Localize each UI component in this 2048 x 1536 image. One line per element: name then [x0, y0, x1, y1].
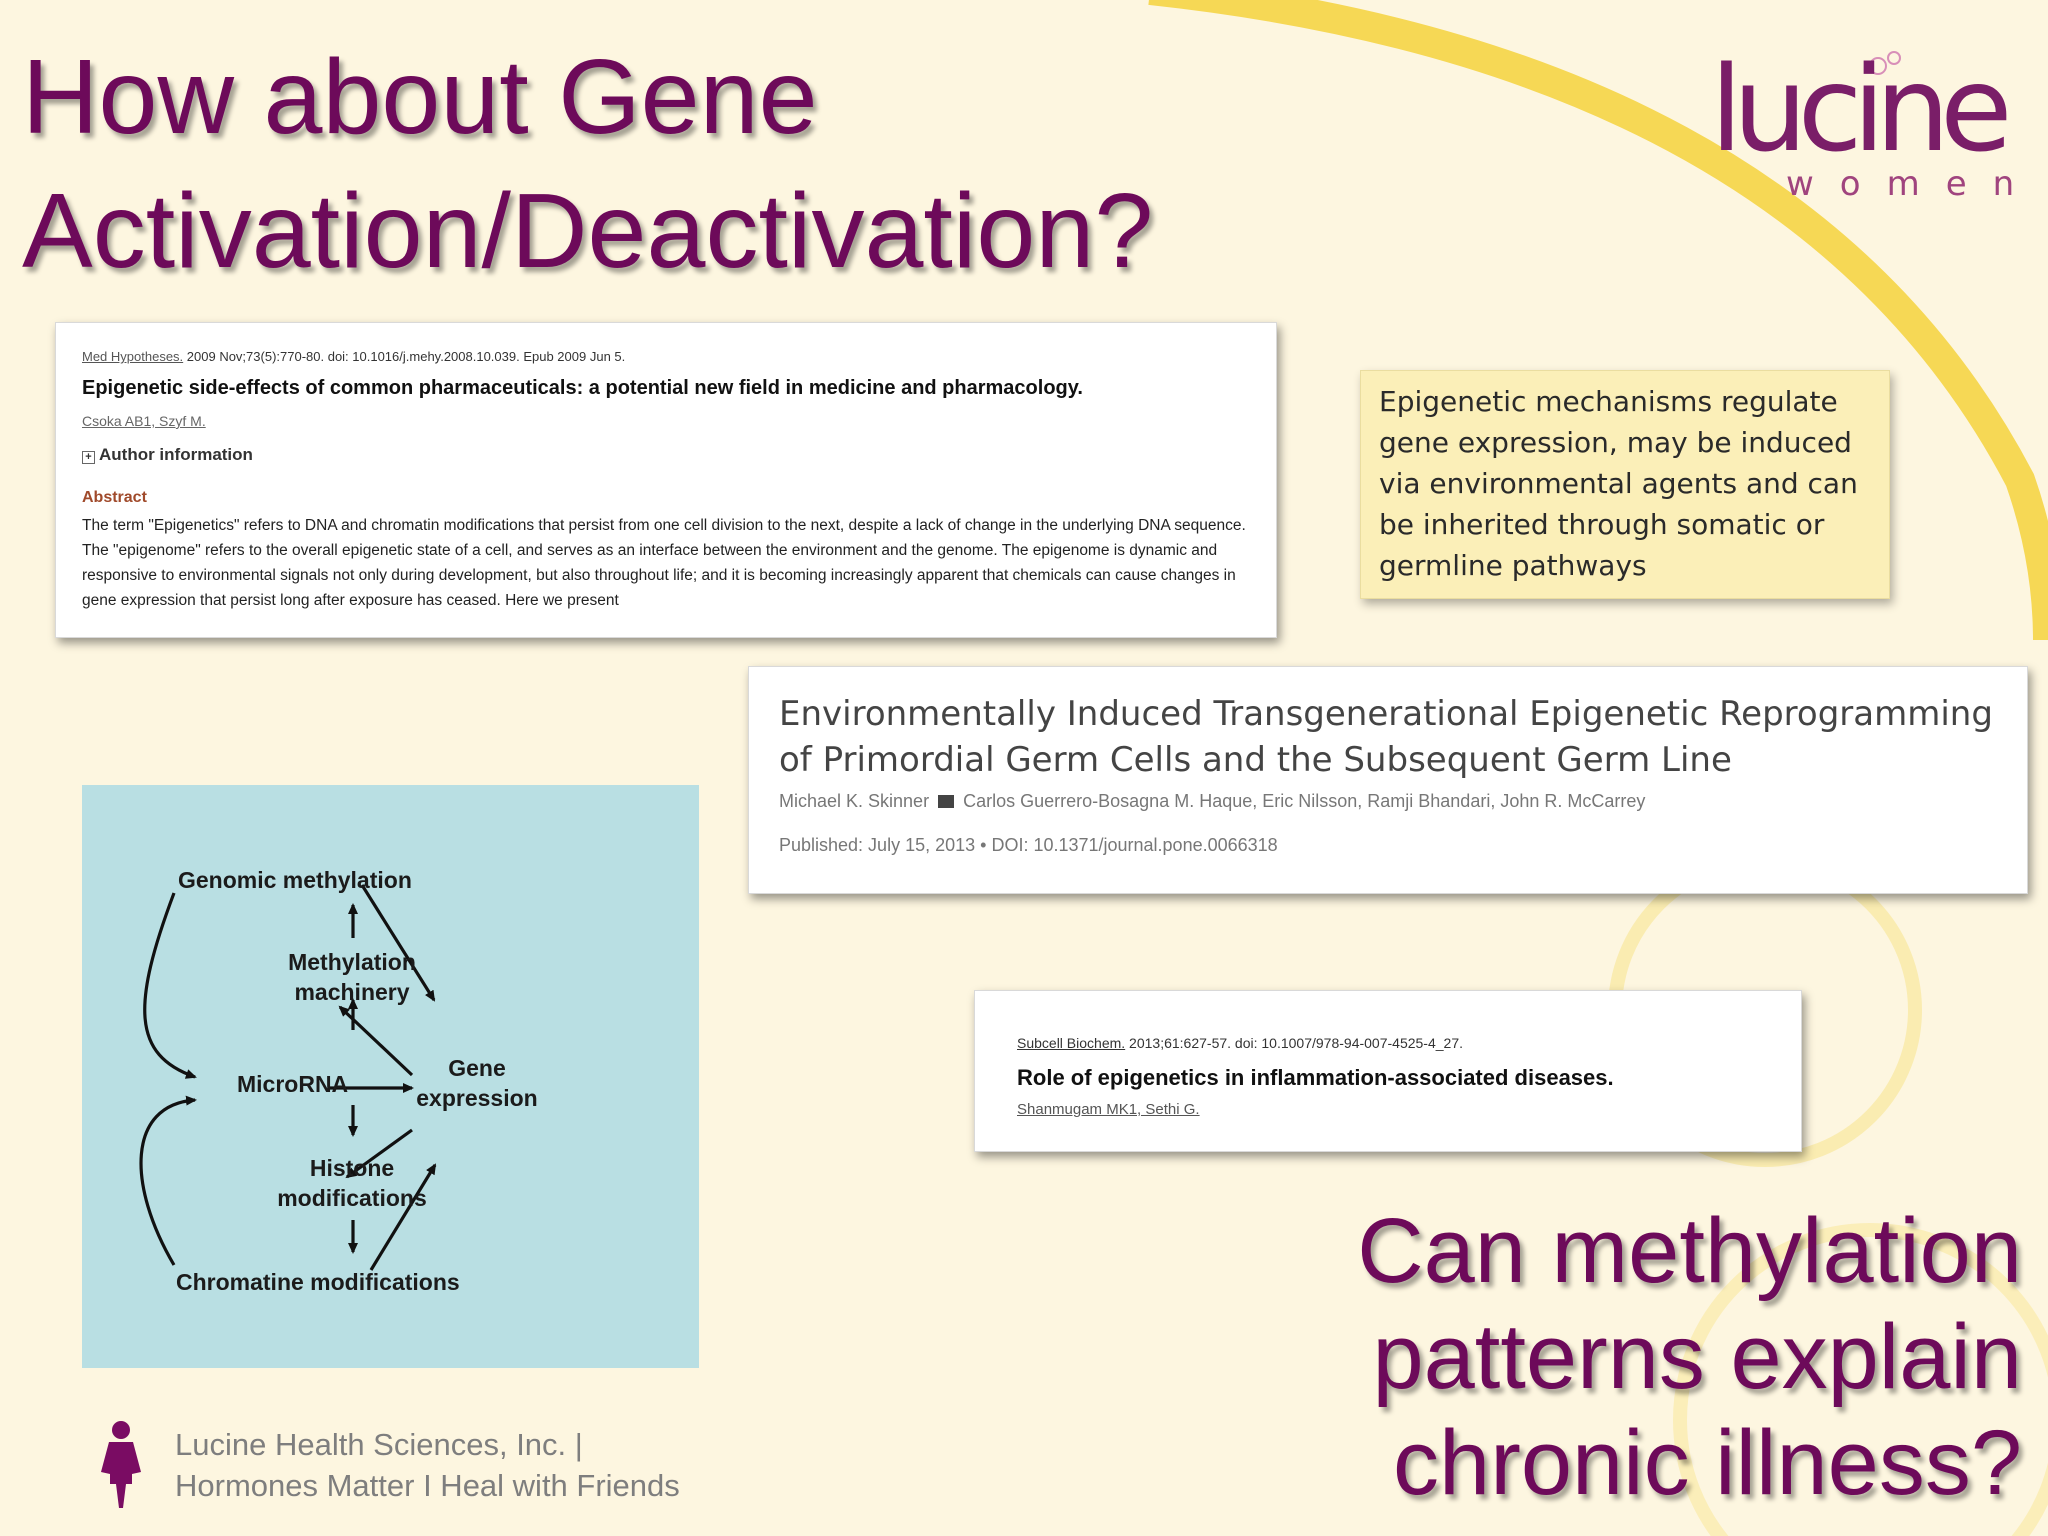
note-text: Epigenetic mechanisms regulate gene expr…: [1379, 385, 1858, 582]
question-line3: chronic illness?: [1393, 1412, 2022, 1514]
epigenetics-diagram: Genomic methylation Methylation machiner…: [82, 785, 699, 1368]
slide-title: How about Gene Activation/Deactivation?: [22, 30, 1153, 298]
node-chromatine-modifications: Chromatine modifications: [176, 1269, 460, 1295]
slide-title-line2: Activation/Deactivation?: [22, 172, 1154, 290]
epigenetics-note: Epigenetic mechanisms regulate gene expr…: [1360, 370, 1890, 599]
article-card-inflammation: Subcell Biochem. 2013;61:627-57. doi: 10…: [974, 990, 1802, 1152]
lucine-logo: lucine women: [1700, 44, 2020, 204]
diagram-arrows: [139, 884, 437, 1271]
node-genomic-methylation: Genomic methylation: [178, 867, 412, 893]
expand-plus-icon: +: [82, 451, 95, 464]
other-authors[interactable]: Carlos Guerrero-Bosagna M. Haque, Eric N…: [963, 791, 1646, 811]
article-authors[interactable]: Csoka AB1, Szyf M.: [82, 413, 206, 429]
question-line1: Can methylation: [1357, 1200, 2022, 1302]
article-title: Role of epigenetics in inflammation-asso…: [1017, 1065, 1614, 1090]
article-authors[interactable]: Shanmugam MK1, Sethi G.: [1017, 1101, 1200, 1118]
publication-info: Published: July 15, 2013 • DOI: 10.1371/…: [779, 835, 1278, 855]
footer-line1: Lucine Health Sciences, Inc. |: [175, 1427, 583, 1462]
footer-text: Lucine Health Sciences, Inc. | Hormones …: [175, 1424, 680, 1506]
question-line2: patterns explain: [1372, 1306, 2022, 1408]
logo-bubbles-icon: [1869, 51, 1901, 75]
node-gene-expression: Gene expression: [416, 1055, 538, 1111]
node-microrna: MicroRNA: [237, 1071, 349, 1097]
article-card-pharmaceuticals: Med Hypotheses. 2009 Nov;73(5):770-80. d…: [55, 322, 1277, 638]
citation-details: 2013;61:627-57. doi: 10.1007/978-94-007-…: [1125, 1035, 1464, 1051]
article-title: Environmentally Induced Transgenerationa…: [779, 694, 1993, 780]
closing-question: Can methylation patterns explain chronic…: [1357, 1198, 2022, 1516]
node-methylation-machinery: Methylation machinery: [288, 949, 416, 1005]
journal-link[interactable]: Subcell Biochem.: [1017, 1035, 1126, 1051]
journal-link[interactable]: Med Hypotheses.: [82, 349, 184, 364]
article-title: Epigenetic side-effects of common pharma…: [82, 377, 1083, 399]
abstract-label: Abstract: [82, 489, 147, 506]
woman-figure-icon: [101, 1421, 141, 1508]
node-histone-modifications: Histone modifications: [277, 1155, 427, 1211]
logo-subtitle: women: [1786, 164, 2041, 204]
abstract-text: The term "Epigenetics" refers to DNA and…: [82, 517, 1246, 609]
logo-wordmark: lucine: [1710, 40, 2013, 178]
first-author[interactable]: Michael K. Skinner: [779, 791, 930, 811]
slide-title-line1: How about Gene: [22, 38, 818, 156]
email-icon[interactable]: [938, 795, 955, 808]
article-citation: Med Hypotheses. 2009 Nov;73(5):770-80. d…: [82, 349, 625, 364]
article-authors: Michael K. Skinner Carlos Guerrero-Bosag…: [779, 791, 1645, 812]
author-information-toggle[interactable]: + Author information: [82, 445, 253, 465]
author-information-label: Author information: [99, 445, 253, 464]
citation-details: 2009 Nov;73(5):770-80. doi: 10.1016/j.me…: [183, 349, 626, 364]
footer-line2: Hormones Matter I Heal with Friends: [175, 1468, 680, 1503]
article-card-transgenerational: Environmentally Induced Transgenerationa…: [748, 666, 2028, 894]
article-citation: Subcell Biochem. 2013;61:627-57. doi: 10…: [1017, 1035, 1463, 1051]
